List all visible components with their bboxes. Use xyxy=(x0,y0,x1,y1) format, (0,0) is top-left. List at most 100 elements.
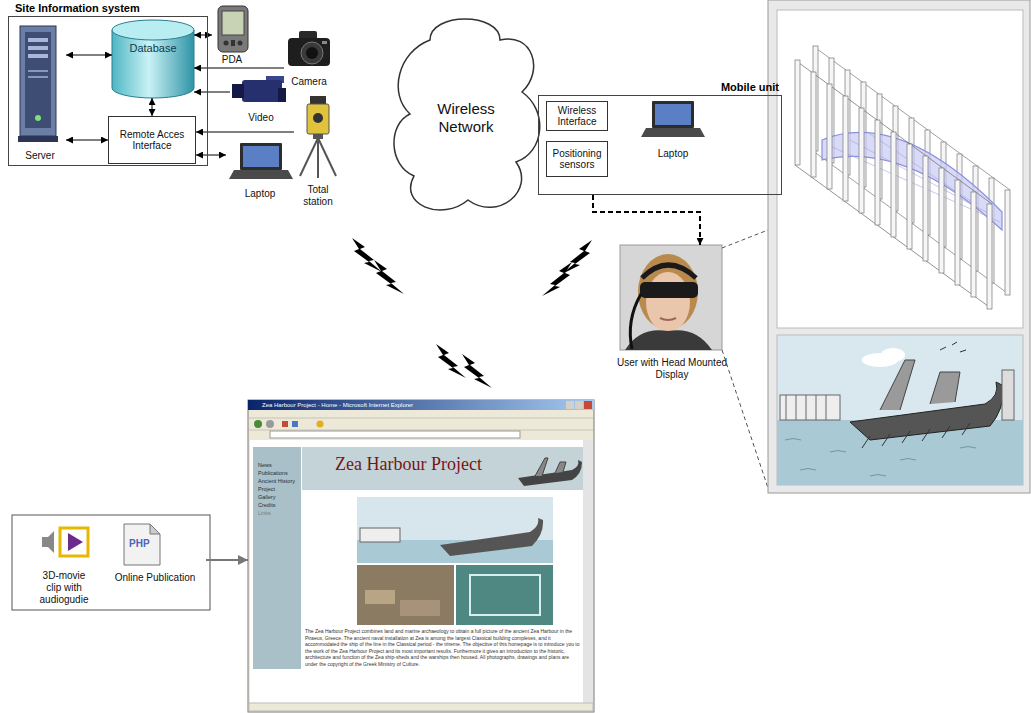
pda-icon xyxy=(224,41,229,46)
total-station-icon xyxy=(313,113,323,123)
user-photo xyxy=(646,272,690,332)
system-group: Site Information systemServerDatabaseRem… xyxy=(8,16,208,166)
media-group-frame xyxy=(12,515,210,610)
browser-window xyxy=(292,421,298,427)
render-panel xyxy=(923,156,928,261)
browser-window xyxy=(253,447,301,669)
pda-node: PDA xyxy=(212,4,252,66)
render-panel xyxy=(780,395,840,420)
video-camera-icon xyxy=(232,76,286,102)
laptop-icon xyxy=(229,143,293,179)
server-tower xyxy=(20,26,56,136)
menu-item: News xyxy=(258,462,272,468)
node-label: PDA xyxy=(222,54,243,66)
browser-window: Zea Harbour Project - Home - Microsoft I… xyxy=(248,400,594,712)
mobile-unit-group: Mobile unitWireless InterfacePositioning… xyxy=(538,95,782,195)
render-panel xyxy=(939,168,944,273)
render-panel xyxy=(881,348,905,362)
node-label: Server xyxy=(25,150,54,162)
video-camera-icon xyxy=(232,84,244,98)
laptop-icon xyxy=(240,143,282,170)
browser-window xyxy=(357,565,454,625)
php-icon xyxy=(124,524,160,565)
server-tower xyxy=(18,26,58,142)
menu-item: Project xyxy=(258,486,275,492)
browser-window xyxy=(282,421,288,427)
connector xyxy=(593,195,700,245)
publication-node: Online Publication xyxy=(104,522,206,584)
connector xyxy=(194,92,230,93)
process-box: Wireless Interface xyxy=(546,101,608,131)
browser-window xyxy=(266,420,274,428)
connector xyxy=(206,559,248,561)
user-node: User with Head Mounted Display xyxy=(606,245,738,381)
laptop-icon xyxy=(641,128,705,137)
render-panel xyxy=(880,360,960,410)
wireless-symbol xyxy=(542,262,572,296)
leader-line xyxy=(722,230,768,248)
browser-window xyxy=(248,400,594,712)
connector xyxy=(196,132,294,133)
browser-window xyxy=(249,703,593,711)
connector xyxy=(152,98,153,116)
page-heading: Zea Harbour Project xyxy=(335,454,482,475)
movie-node: 3D-movie clip with audiogudie xyxy=(34,522,94,606)
network-cloud xyxy=(394,19,540,210)
pda-icon xyxy=(218,6,248,52)
server-node: Server xyxy=(14,22,66,162)
render-panel xyxy=(987,204,992,309)
user-photo xyxy=(620,245,722,350)
movie-icon xyxy=(42,528,88,556)
laptop-icon xyxy=(229,170,293,179)
laptop-icon xyxy=(641,101,705,137)
total-station-icon xyxy=(318,138,336,176)
browser-window xyxy=(317,421,324,428)
user-photo xyxy=(625,330,712,350)
total-station-icon xyxy=(307,104,329,134)
total-station-icon xyxy=(300,96,336,178)
node-label: Wireless Interface xyxy=(549,105,605,127)
pda-icon xyxy=(231,40,235,46)
browser-window xyxy=(400,600,440,616)
browser-window xyxy=(365,590,395,604)
camera-icon xyxy=(301,42,323,64)
laptop-icon xyxy=(655,104,691,125)
browser-window xyxy=(357,497,553,563)
node-label: Video xyxy=(248,112,273,124)
render-panel xyxy=(1002,370,1014,420)
node-label: Online Publication xyxy=(115,572,196,584)
connector xyxy=(194,35,212,36)
laptop-icon xyxy=(243,146,279,167)
user-photo xyxy=(630,294,641,349)
network-cloud: Wireless Network xyxy=(392,18,540,218)
movie-icon xyxy=(60,528,88,556)
node-label: Remote Acces Interface xyxy=(111,129,193,151)
database-cylinder: Database xyxy=(112,20,194,98)
render-panel xyxy=(768,0,1030,493)
server-tower xyxy=(28,70,48,72)
render-panel xyxy=(940,342,966,352)
browser-window xyxy=(575,401,583,409)
pda-icon xyxy=(238,41,243,46)
total-station-icon xyxy=(300,138,318,176)
node-label: Database xyxy=(129,42,176,98)
leader-line xyxy=(722,350,768,488)
window-title: Zea Harbour Project - Home - Microsoft I… xyxy=(262,401,413,409)
render-panel xyxy=(811,72,816,177)
menu-item: Gallery xyxy=(258,494,275,500)
wireless-symbol xyxy=(462,354,492,388)
node-label: Total station xyxy=(294,184,342,208)
browser-window xyxy=(249,430,593,431)
node-label: Camera xyxy=(291,76,327,88)
browser-window xyxy=(535,458,566,476)
render-panel xyxy=(971,192,976,297)
group-heading: Site Information system xyxy=(15,2,140,14)
user-photo xyxy=(660,318,676,320)
render-panel xyxy=(827,84,832,189)
node-label: Positioning sensors xyxy=(549,148,605,170)
browser-window xyxy=(248,400,594,712)
connector xyxy=(196,155,226,156)
laptop-icon xyxy=(652,101,694,128)
